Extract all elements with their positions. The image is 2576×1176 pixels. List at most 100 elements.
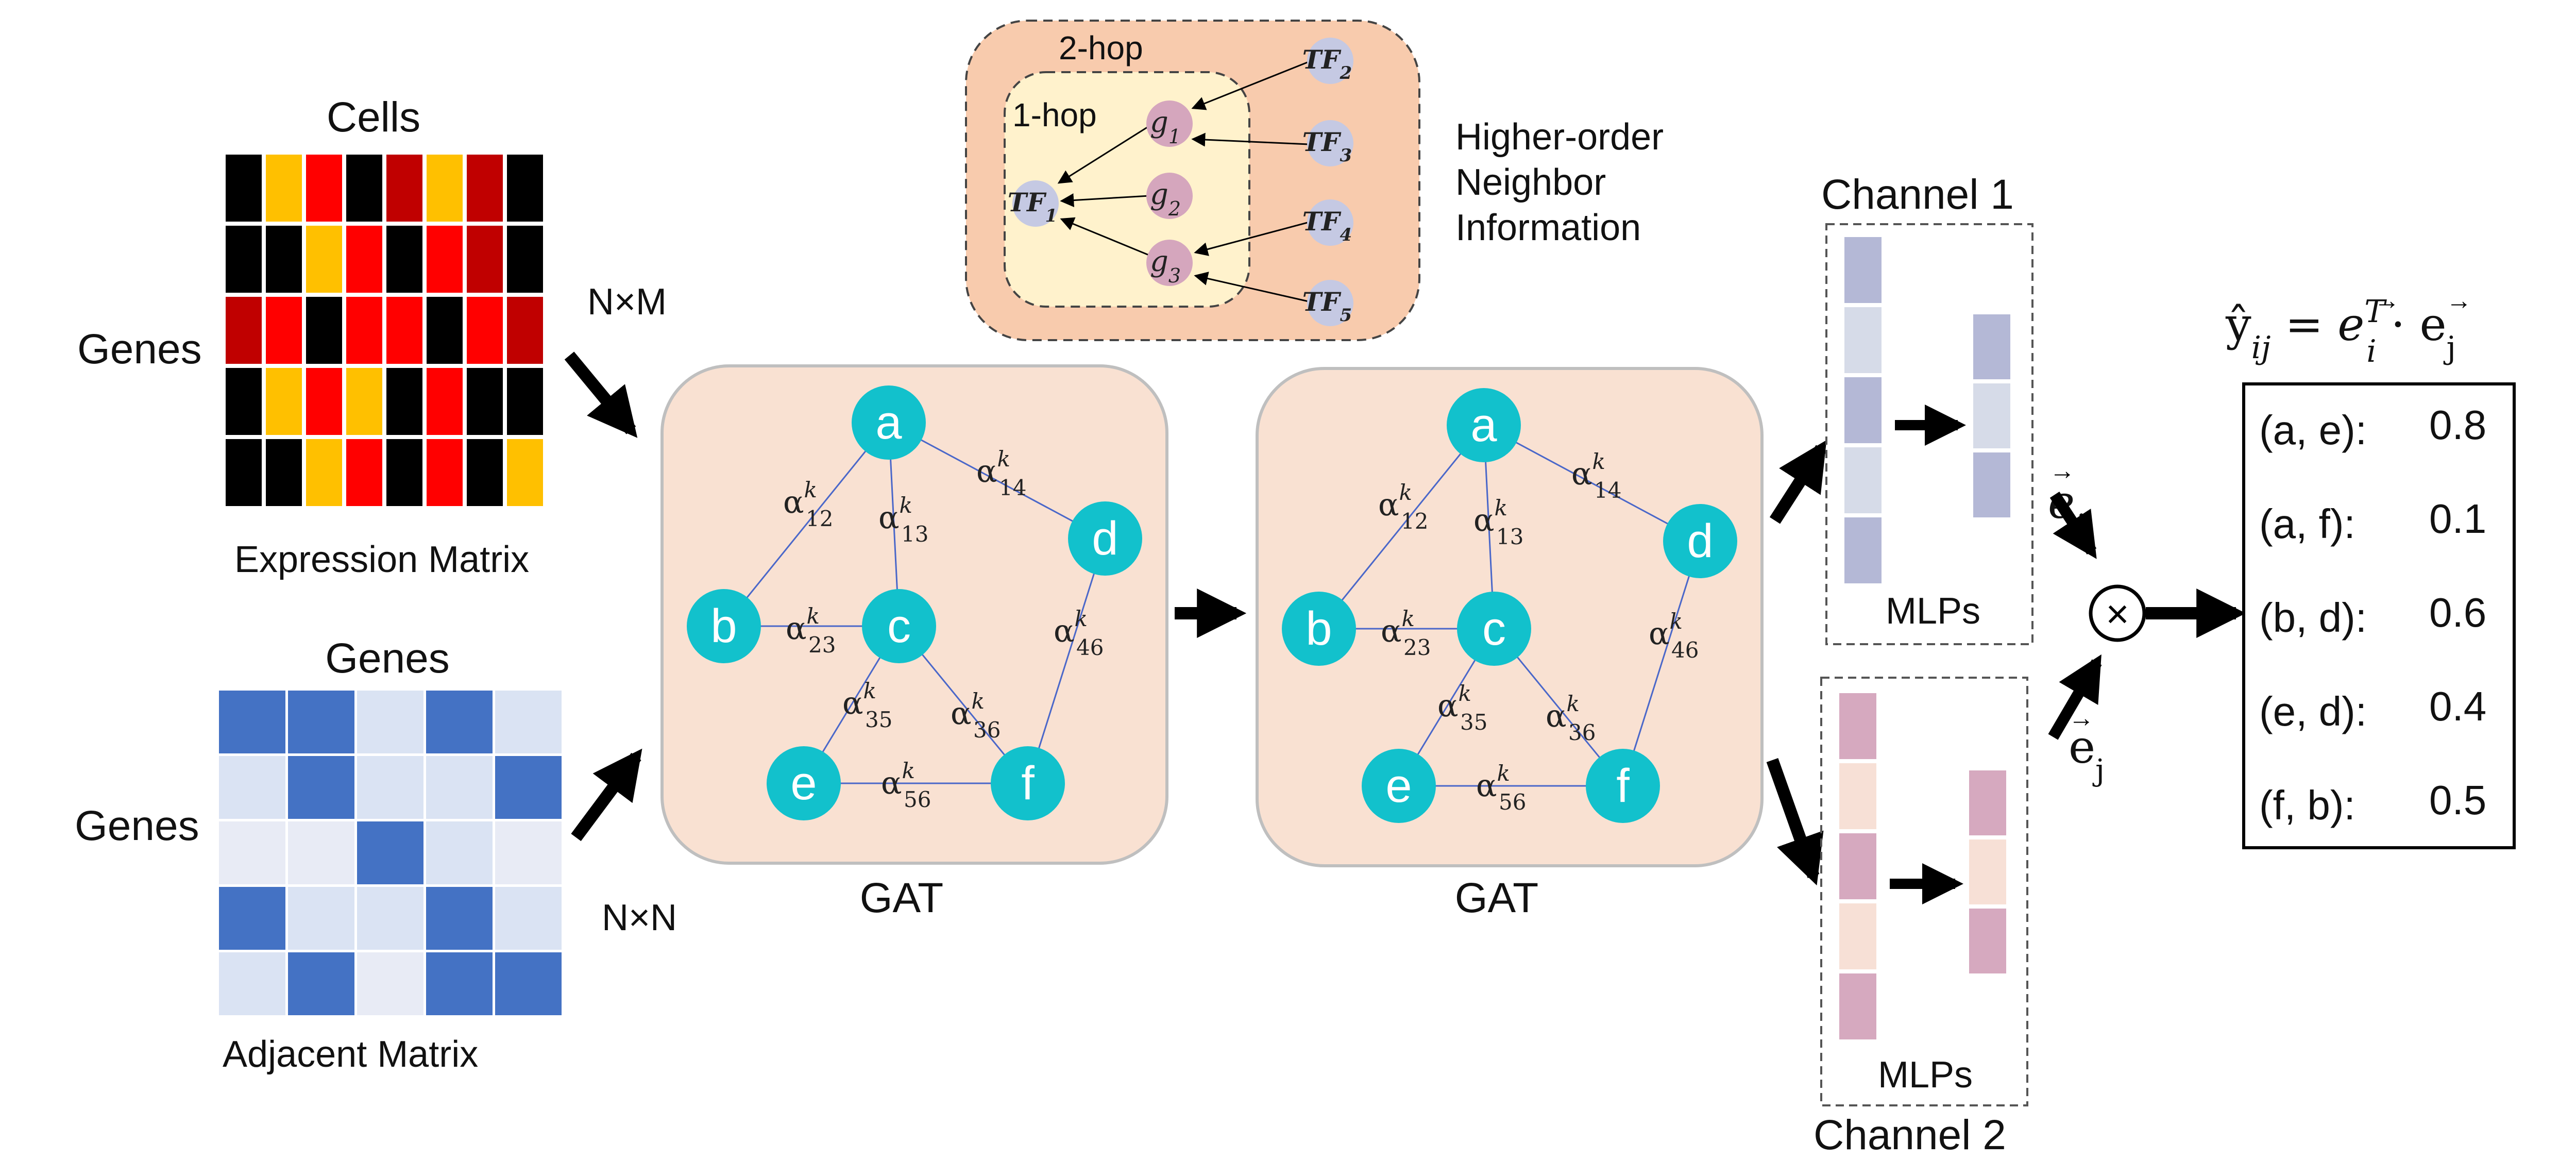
expression-matrix-cell: [226, 297, 262, 364]
expression-matrix-cell: [386, 155, 422, 222]
vector-segment: [1839, 833, 1876, 899]
expression-matrix-cell: [226, 368, 262, 435]
expression-matrix-cell: [346, 368, 382, 435]
score-table: (a, e):0.8(a, f):0.1(b, d):0.6(e, d):0.4…: [2242, 382, 2516, 849]
expression-matrix-cell: [266, 368, 302, 435]
score-table-border: [2242, 382, 2516, 849]
embedding-combination: ei → ej → ×: [2048, 456, 2246, 787]
higher-order-panel: 2-hop 1-hop g1 g2 g3 TF1: [965, 20, 1664, 341]
expression-matrix-cell: [346, 155, 382, 222]
gat-node-f: [1586, 749, 1660, 823]
adjacent-matrix-top-label: Genes: [325, 635, 450, 682]
vector-segment: [1973, 383, 2010, 448]
expression-matrix-cells: [226, 155, 543, 506]
expression-matrix-cell: [346, 297, 382, 364]
score-pair-label: (a, f):: [2259, 501, 2355, 547]
expression-matrix-cell: [467, 297, 503, 364]
gat-to-channel2-arrow: [1766, 758, 1824, 886]
adjacent-matrix-cell: [219, 756, 285, 819]
gat-node-label: a: [875, 396, 902, 449]
expression-matrix-cell: [467, 439, 503, 506]
vector-segment: [1839, 763, 1876, 829]
higher-order-caption-line-3: Information: [1455, 207, 1641, 248]
gat-node-b: [1282, 592, 1356, 666]
formula-lhs: ŷ: [2225, 298, 2251, 351]
score-value: 0.5: [2429, 777, 2486, 823]
channel-1: Channel 1 MLPs: [1821, 171, 2033, 645]
channel-2-title: Channel 2: [1814, 1112, 2006, 1158]
gat-node-label: e: [790, 757, 817, 810]
g-node-1: g1: [1146, 100, 1193, 148]
gat-node-label: a: [1470, 399, 1497, 451]
gat-edge: [888, 422, 1106, 540]
adjacent-matrix-cell: [426, 821, 493, 884]
higher-order-edges: [1057, 61, 1312, 303]
expression-matrix-cell: [427, 368, 463, 435]
expression-matrix-cell: [346, 439, 382, 506]
gat-node-d: [1068, 501, 1142, 576]
gat-node-label: d: [1687, 515, 1713, 567]
expression-matrix-bottom-label: Expression Matrix: [234, 539, 529, 580]
channel-2-output-vector: [1969, 770, 2006, 973]
adjacent-matrix-cell: [426, 952, 493, 1015]
expression-matrix-cell: [427, 297, 463, 364]
score-pair-label: (a, e):: [2259, 407, 2367, 453]
score-pair-label: (e, d):: [2259, 688, 2367, 734]
expression-matrix-cell: [306, 226, 342, 293]
expression-matrix-cell: [427, 439, 463, 506]
expression-matrix-cell: [427, 155, 463, 222]
adjacent-matrix-cell: [357, 691, 423, 753]
adjacent-matrix-cell: [495, 691, 562, 753]
gat-edge: [723, 422, 890, 627]
expression-matrix-cell: [226, 155, 262, 222]
svg-text:TF4: TF4: [1302, 206, 1352, 245]
expression-matrix-cell: [346, 226, 382, 293]
gat-node-e: [1362, 749, 1436, 823]
embedding-j-arrow: [2048, 654, 2102, 740]
svg-text:g2: g2: [1150, 178, 1181, 220]
adjacent-matrix-cell: [288, 756, 354, 819]
score-pair-label: (f, b):: [2259, 782, 2355, 828]
expression-matrix-cell: [386, 297, 422, 364]
expression-matrix-cell: [507, 439, 543, 506]
expression-matrix-cell: [507, 368, 543, 435]
gat-to-channel1-arrow: [1769, 440, 1827, 524]
expression-matrix-cell: [266, 297, 302, 364]
gat-node-d: [1663, 504, 1737, 578]
expression-matrix-cell: [507, 297, 543, 364]
g-node-3: g3: [1146, 240, 1193, 287]
adjacent-matrix-cell: [288, 887, 354, 950]
embedding-j-label: ej: [2069, 720, 2105, 787]
channel-2-box: [1820, 677, 2028, 1106]
vector-segment: [1839, 973, 1876, 1039]
expression-matrix-cell: [467, 155, 503, 222]
adjacent-matrix-cell: [495, 952, 562, 1015]
gat-edge: [1027, 538, 1106, 784]
channel-1-input-vector: [1844, 237, 1882, 583]
tf-node-4: TF4: [1302, 199, 1353, 246]
gat-node-label: f: [1021, 757, 1035, 810]
adjacent-matrix-cell: [357, 756, 423, 819]
gat-edge: [1318, 425, 1485, 629]
expression-matrix-group: Cells Genes Expression Matrix N×M: [77, 94, 667, 580]
two-hop-label: 2-hop: [1059, 29, 1143, 66]
adjacent-matrix-cell: [357, 887, 423, 950]
svg-text:ŷij = eTi · ej: ŷij = eTi · ej: [2225, 294, 2456, 369]
expression-to-gat-arrow: [564, 351, 638, 438]
vector-segment: [1844, 517, 1882, 583]
adjacent-matrix-cell: [219, 952, 285, 1015]
expression-matrix-cell: [266, 226, 302, 293]
svg-text:TF5: TF5: [1302, 287, 1352, 326]
adjacent-matrix-cell: [426, 756, 493, 819]
expression-matrix-side-label: Genes: [77, 326, 202, 373]
